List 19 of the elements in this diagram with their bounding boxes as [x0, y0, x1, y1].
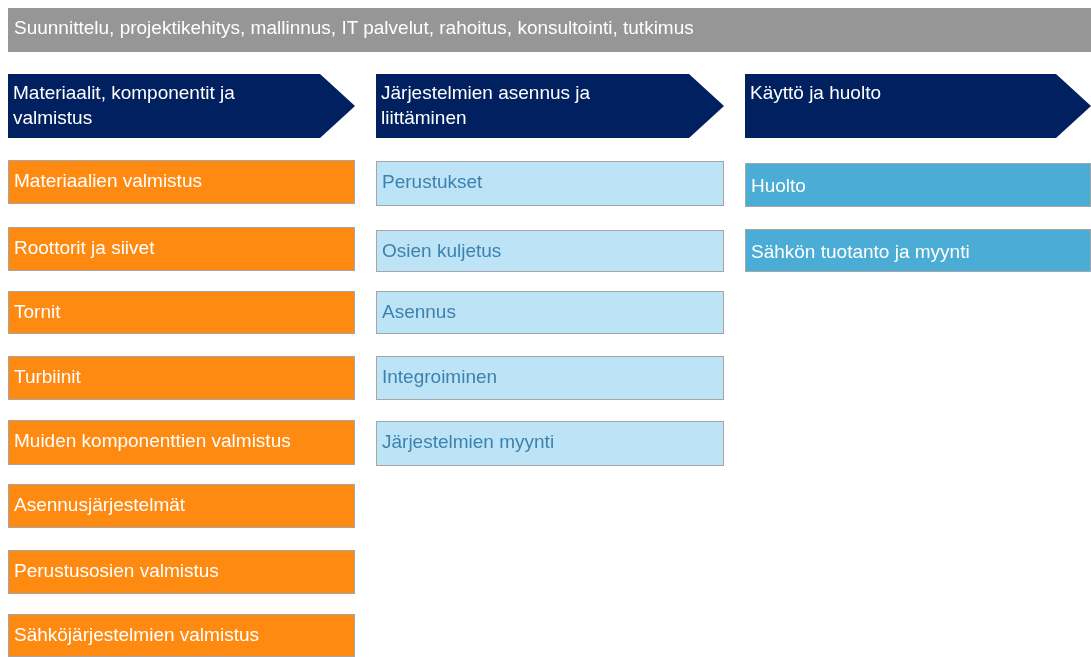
process-box: Sähkön tuotanto ja myynti	[745, 229, 1091, 272]
process-box: Integroiminen	[376, 356, 724, 400]
process-box: Perustukset	[376, 161, 724, 206]
process-box: Turbiinit	[8, 356, 355, 400]
process-box: Roottorit ja siivet	[8, 227, 355, 271]
process-box: Huolto	[745, 163, 1091, 207]
process-box: Tornit	[8, 291, 355, 334]
process-box: Perustusosien valmistus	[8, 550, 355, 594]
process-box: Asennusjärjestelmät	[8, 484, 355, 528]
header-bar: Suunnittelu, projektikehitys, mallinnus, IT palvelut, rahoitus, konsultointi, tutkimus	[8, 8, 1091, 52]
phase-header: Materiaalit, komponentit ja valmistus	[8, 74, 355, 138]
phase-header: Järjestelmien asennus ja liittäminen	[376, 74, 724, 138]
phase-header: Käyttö ja huolto	[745, 74, 1091, 138]
process-box: Asennus	[376, 291, 724, 334]
process-box: Sähköjärjestelmien valmistus	[8, 614, 355, 657]
process-box: Materiaalien valmistus	[8, 160, 355, 204]
process-box: Järjestelmien myynti	[376, 421, 724, 466]
process-box: Osien kuljetus	[376, 230, 724, 272]
process-box: Muiden komponenttien valmistus	[8, 420, 355, 465]
